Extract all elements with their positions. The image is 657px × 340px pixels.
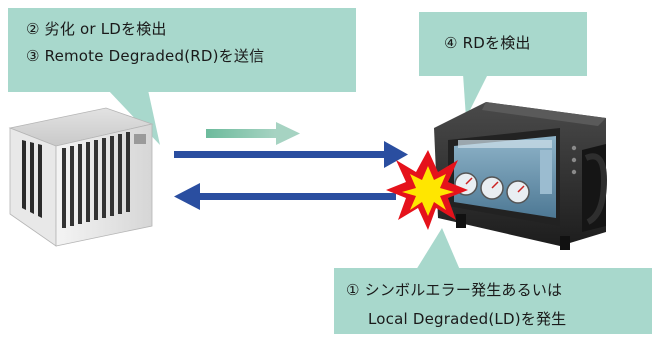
direction-indicator-arrow bbox=[206, 122, 300, 145]
callout-bottom bbox=[334, 228, 652, 334]
error-burst-icon bbox=[386, 150, 468, 230]
callout-bottom-line1: ① シンボルエラー発生あるいは bbox=[346, 281, 563, 299]
callout-bottom-line2: Local Degraded(LD)を発生 bbox=[368, 310, 567, 328]
receive-arrow bbox=[174, 183, 396, 210]
callout-top-right-line1: ④ RDを検出 bbox=[444, 34, 531, 52]
callout-top-right bbox=[419, 12, 587, 118]
transmit-arrow bbox=[174, 141, 408, 168]
callout-top-left-line2: ③ Remote Degraded(RD)を送信 bbox=[26, 47, 265, 65]
callout-top-right-text: ④ RDを検出 bbox=[444, 30, 531, 57]
callout-top-left-text: ② 劣化 or LDを検出 ③ Remote Degraded(RD)を送信 bbox=[26, 16, 264, 70]
callout-bottom-text: ① シンボルエラー発生あるいは Local Degraded(LD)を発生 bbox=[346, 276, 566, 334]
network-tester-icon bbox=[434, 102, 608, 250]
callout-top-left-line1: ② 劣化 or LDを検出 bbox=[26, 20, 167, 38]
server-rack-icon bbox=[8, 107, 154, 247]
